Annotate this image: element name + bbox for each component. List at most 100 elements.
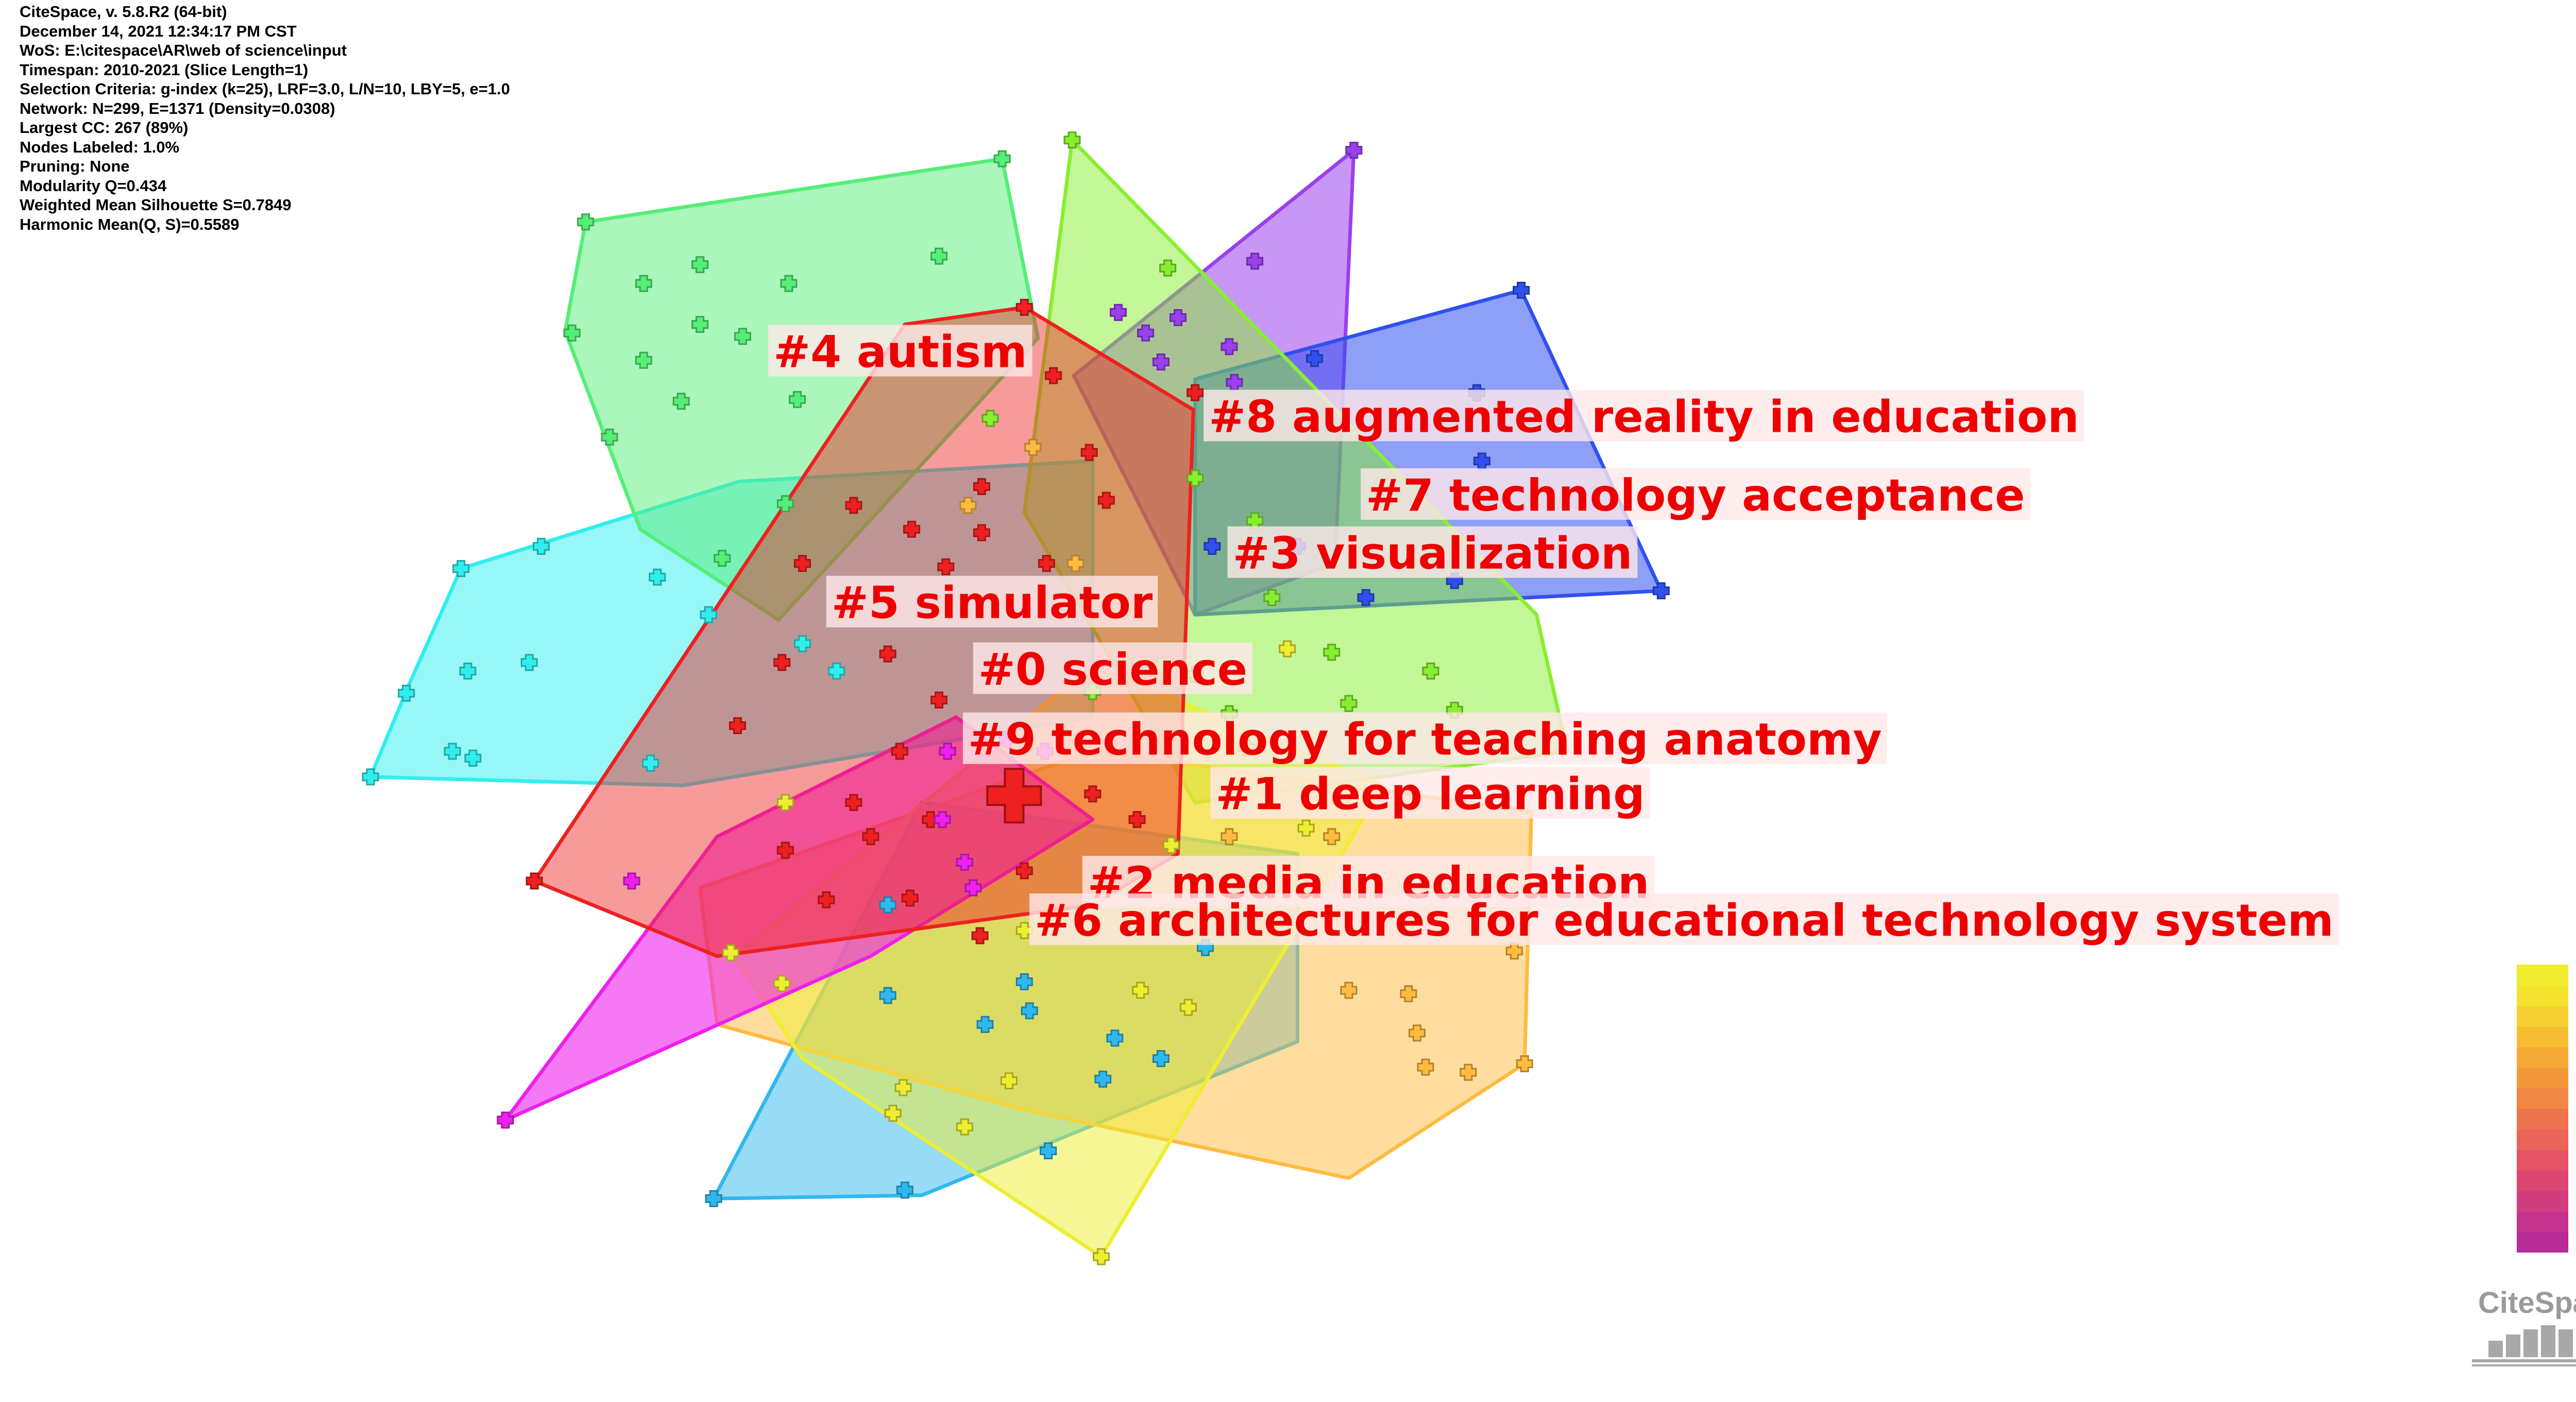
node-cross-cluster-4 — [714, 550, 731, 567]
node-cross-cluster-4 — [563, 324, 581, 342]
node-cross-cluster-3 — [1422, 662, 1439, 680]
node-cross-cluster-3 — [1323, 644, 1341, 661]
node-cross-cluster-7 — [1652, 582, 1670, 600]
node-cross-cluster-0 — [879, 645, 896, 663]
legend-swatch — [2517, 1005, 2568, 1027]
node-cross-cluster-2 — [1460, 1063, 1477, 1081]
legend-swatch — [2517, 1128, 2568, 1150]
cluster-label-bg-8 — [1204, 390, 2084, 442]
node-cross-cluster-4 — [635, 275, 652, 292]
node-cross-cluster-1 — [976, 1016, 994, 1033]
node-cross-cluster-8 — [1110, 303, 1127, 321]
node-cross-cluster-0 — [930, 691, 948, 709]
node-cross-cluster-1 — [896, 1181, 913, 1199]
legend-swatch — [2517, 1067, 2568, 1089]
node-cross-cluster-1 — [879, 987, 896, 1004]
node-cross-cluster-9 — [939, 742, 956, 760]
node-cross-cluster-1 — [705, 1190, 722, 1207]
node-cross-cluster-5 — [642, 754, 659, 772]
logo-building-icon — [2472, 1325, 2576, 1366]
node-cross-cluster-3 — [1159, 259, 1177, 277]
node-cross-cluster-0 — [973, 524, 990, 542]
node-cross-hub — [986, 768, 1042, 824]
node-cross-cluster-0 — [776, 841, 794, 859]
node-cross-cluster-1 — [1021, 1002, 1038, 1020]
node-cross-cluster-4 — [577, 213, 595, 231]
node-cross-cluster-0 — [1084, 785, 1101, 803]
node-cross-cluster-8 — [1246, 252, 1264, 270]
node-cross-cluster-7 — [1204, 537, 1221, 555]
node-cross-cluster-9 — [497, 1111, 514, 1129]
node-cross-cluster-0 — [793, 555, 811, 572]
node-cross-cluster-8 — [1152, 353, 1170, 371]
metadata-line: Largest CC: 267 (89%) — [20, 119, 189, 137]
node-cross-cluster-3 — [981, 410, 999, 427]
node-cross-cluster-5 — [444, 742, 461, 760]
node-cross-cluster-7 — [1306, 350, 1324, 367]
cluster-label-bg-3 — [1227, 526, 1638, 578]
node-cross-cluster-0 — [901, 889, 919, 907]
node-cross-cluster-0 — [903, 520, 921, 538]
node-cross-cluster-0 — [971, 927, 989, 944]
node-cross-cluster-9 — [956, 853, 973, 871]
node-cross-cluster-1 — [879, 896, 896, 914]
node-cross-cluster-6 — [773, 975, 791, 992]
node-cross-cluster-4 — [930, 247, 948, 265]
cluster-hulls — [368, 138, 1663, 1259]
cluster-label-7: #7 technology acceptance — [1366, 470, 2025, 521]
node-cross-cluster-5 — [452, 560, 470, 577]
node-cross-cluster-6 — [776, 793, 794, 811]
node-cross-cluster-5 — [532, 537, 550, 555]
node-cross-cluster-6 — [1162, 836, 1180, 854]
node-cross-cluster-4 — [672, 393, 690, 410]
cluster-label-3: #3 visualization — [1233, 528, 1633, 579]
node-cross-cluster-6 — [956, 1118, 973, 1136]
metadata-line: Timespan: 2010-2021 (Slice Length=1) — [20, 60, 309, 79]
metadata-line: Pruning: None — [20, 157, 130, 175]
metadata-line: CiteSpace, v. 5.8.R2 (64-bit) — [20, 3, 227, 21]
logo-text: CiteSpace — [2478, 1286, 2576, 1320]
node-cross-cluster-9 — [964, 879, 982, 897]
node-cross-cluster-0 — [729, 717, 747, 734]
node-cross-cluster-6 — [722, 944, 739, 961]
color-legend — [2517, 965, 2568, 1253]
legend-swatch — [2517, 1170, 2568, 1191]
node-cross-cluster-9 — [623, 872, 640, 890]
metadata-line: Network: N=299, E=1371 (Density=0.0308) — [20, 99, 335, 117]
node-cross-cluster-3 — [1063, 131, 1081, 149]
node-cross-cluster-6 — [1179, 999, 1197, 1016]
cluster-label-bg-4 — [768, 325, 1032, 377]
metadata-line: December 14, 2021 12:34:17 PM CST — [20, 22, 297, 40]
node-cross-cluster-2 — [1408, 1024, 1426, 1042]
cluster-label-bg-7 — [1361, 468, 2030, 520]
node-cross-cluster-8 — [1345, 142, 1363, 159]
node-cross-cluster-1 — [1015, 973, 1033, 990]
node-cross-cluster-0 — [937, 558, 955, 576]
node-cross-cluster-0 — [1015, 862, 1033, 880]
legend-swatch — [2517, 1108, 2568, 1129]
node-cross-cluster-5 — [793, 635, 811, 652]
node-cross-cluster-5 — [464, 749, 482, 767]
node-cross-cluster-2 — [1505, 942, 1523, 960]
node-cross-cluster-6 — [884, 1105, 902, 1122]
node-cross-cluster-6 — [1297, 819, 1315, 837]
metadata-line: Harmonic Mean(Q, S)=0.5589 — [20, 215, 240, 233]
node-cross-cluster-0 — [1128, 811, 1146, 829]
node-cross-cluster-8 — [1170, 309, 1187, 326]
node-cross-cluster-5 — [700, 606, 717, 623]
node-cross-cluster-4 — [691, 256, 709, 274]
metadata-line: WoS: E:\citespace\AR\web of science\inpu… — [20, 41, 347, 59]
node-cross-cluster-4 — [780, 275, 798, 292]
node-cross-cluster-1 — [1040, 1142, 1057, 1159]
node-cross-cluster-5 — [362, 768, 379, 786]
cluster-label-6: #6 architectures for educational technol… — [1035, 895, 2333, 947]
cluster-label-bg-9 — [962, 712, 1887, 764]
node-cross-cluster-1 — [1152, 1050, 1170, 1068]
node-cross-cluster-0 — [1045, 367, 1062, 384]
node-cross-cluster-4 — [789, 391, 806, 408]
legend-swatch — [2517, 965, 2568, 986]
node-cross-cluster-2 — [1417, 1058, 1434, 1076]
node-cross-cluster-0 — [526, 872, 543, 890]
node-cross-cluster-0 — [891, 742, 908, 760]
